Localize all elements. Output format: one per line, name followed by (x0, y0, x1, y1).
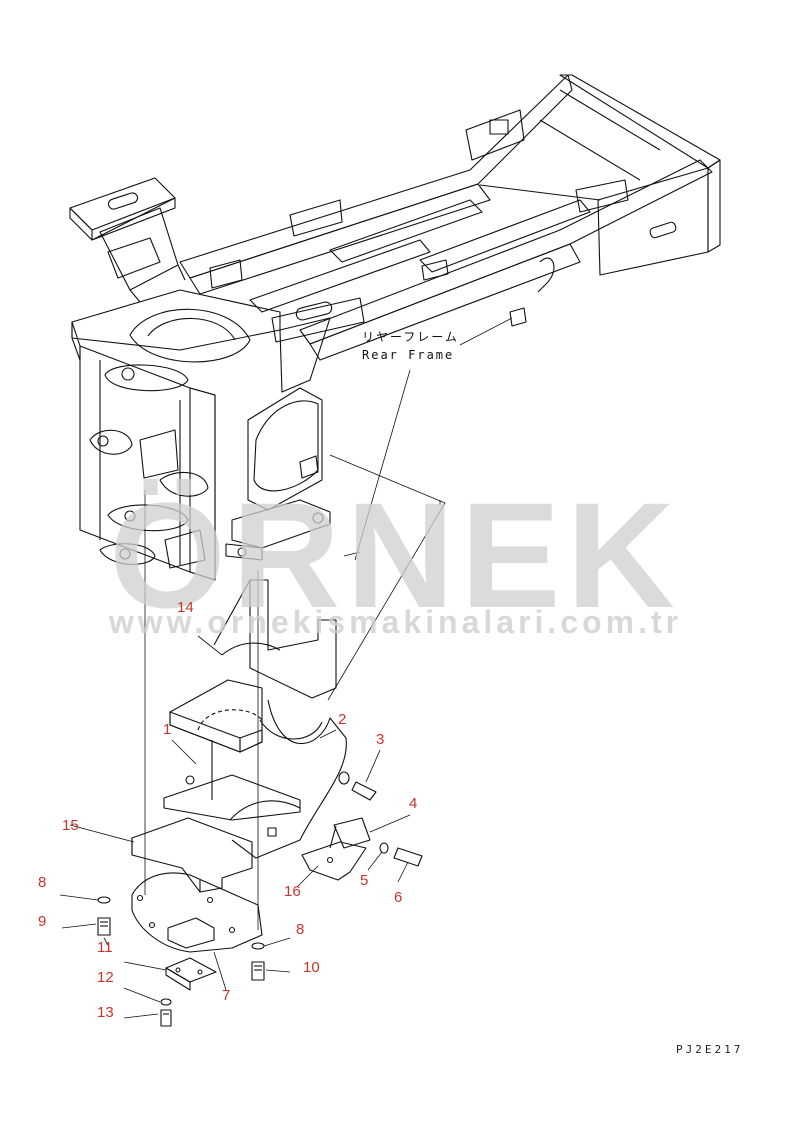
watermark-url: www.ornekismakinalari.com.tr (108, 604, 683, 640)
part-7-plate (131, 872, 263, 953)
part-16-plate (301, 817, 371, 881)
callout-12: 12 (97, 969, 114, 986)
hardware (97, 771, 423, 1027)
callout-9: 9 (38, 913, 47, 930)
part-15-block (131, 817, 253, 893)
callout-14: 14 (177, 599, 194, 616)
callout-8-right: 8 (296, 921, 305, 938)
callout-2: 2 (338, 711, 347, 728)
drawing-code: PJ2E217 (676, 1043, 744, 1056)
callout-15: 15 (62, 817, 79, 834)
callout-leaders (59, 635, 411, 1019)
part-1-plate (163, 679, 301, 821)
rear-frame-label-jp: リヤーフレーム (362, 330, 459, 344)
callout-4: 4 (409, 795, 418, 812)
leader-lines (144, 317, 513, 930)
callout-7: 7 (222, 987, 231, 1004)
rear-frame (69, 74, 721, 581)
callout-11: 11 (97, 939, 113, 956)
callout-13: 13 (97, 1004, 114, 1021)
callout-10: 10 (303, 959, 320, 976)
callout-3: 3 (376, 731, 385, 748)
callout-1: 1 (163, 721, 172, 738)
watermark-title: ÖRNEK (109, 471, 681, 639)
callout-8-left: 8 (38, 874, 47, 891)
part-14-cover (213, 579, 337, 699)
callout-5: 5 (360, 872, 369, 889)
part-12-cover (165, 957, 217, 991)
callout-16: 16 (284, 883, 301, 900)
part-2-guard (229, 699, 347, 859)
callout-6: 6 (394, 889, 403, 906)
rear-frame-label-en: Rear Frame (362, 348, 455, 362)
